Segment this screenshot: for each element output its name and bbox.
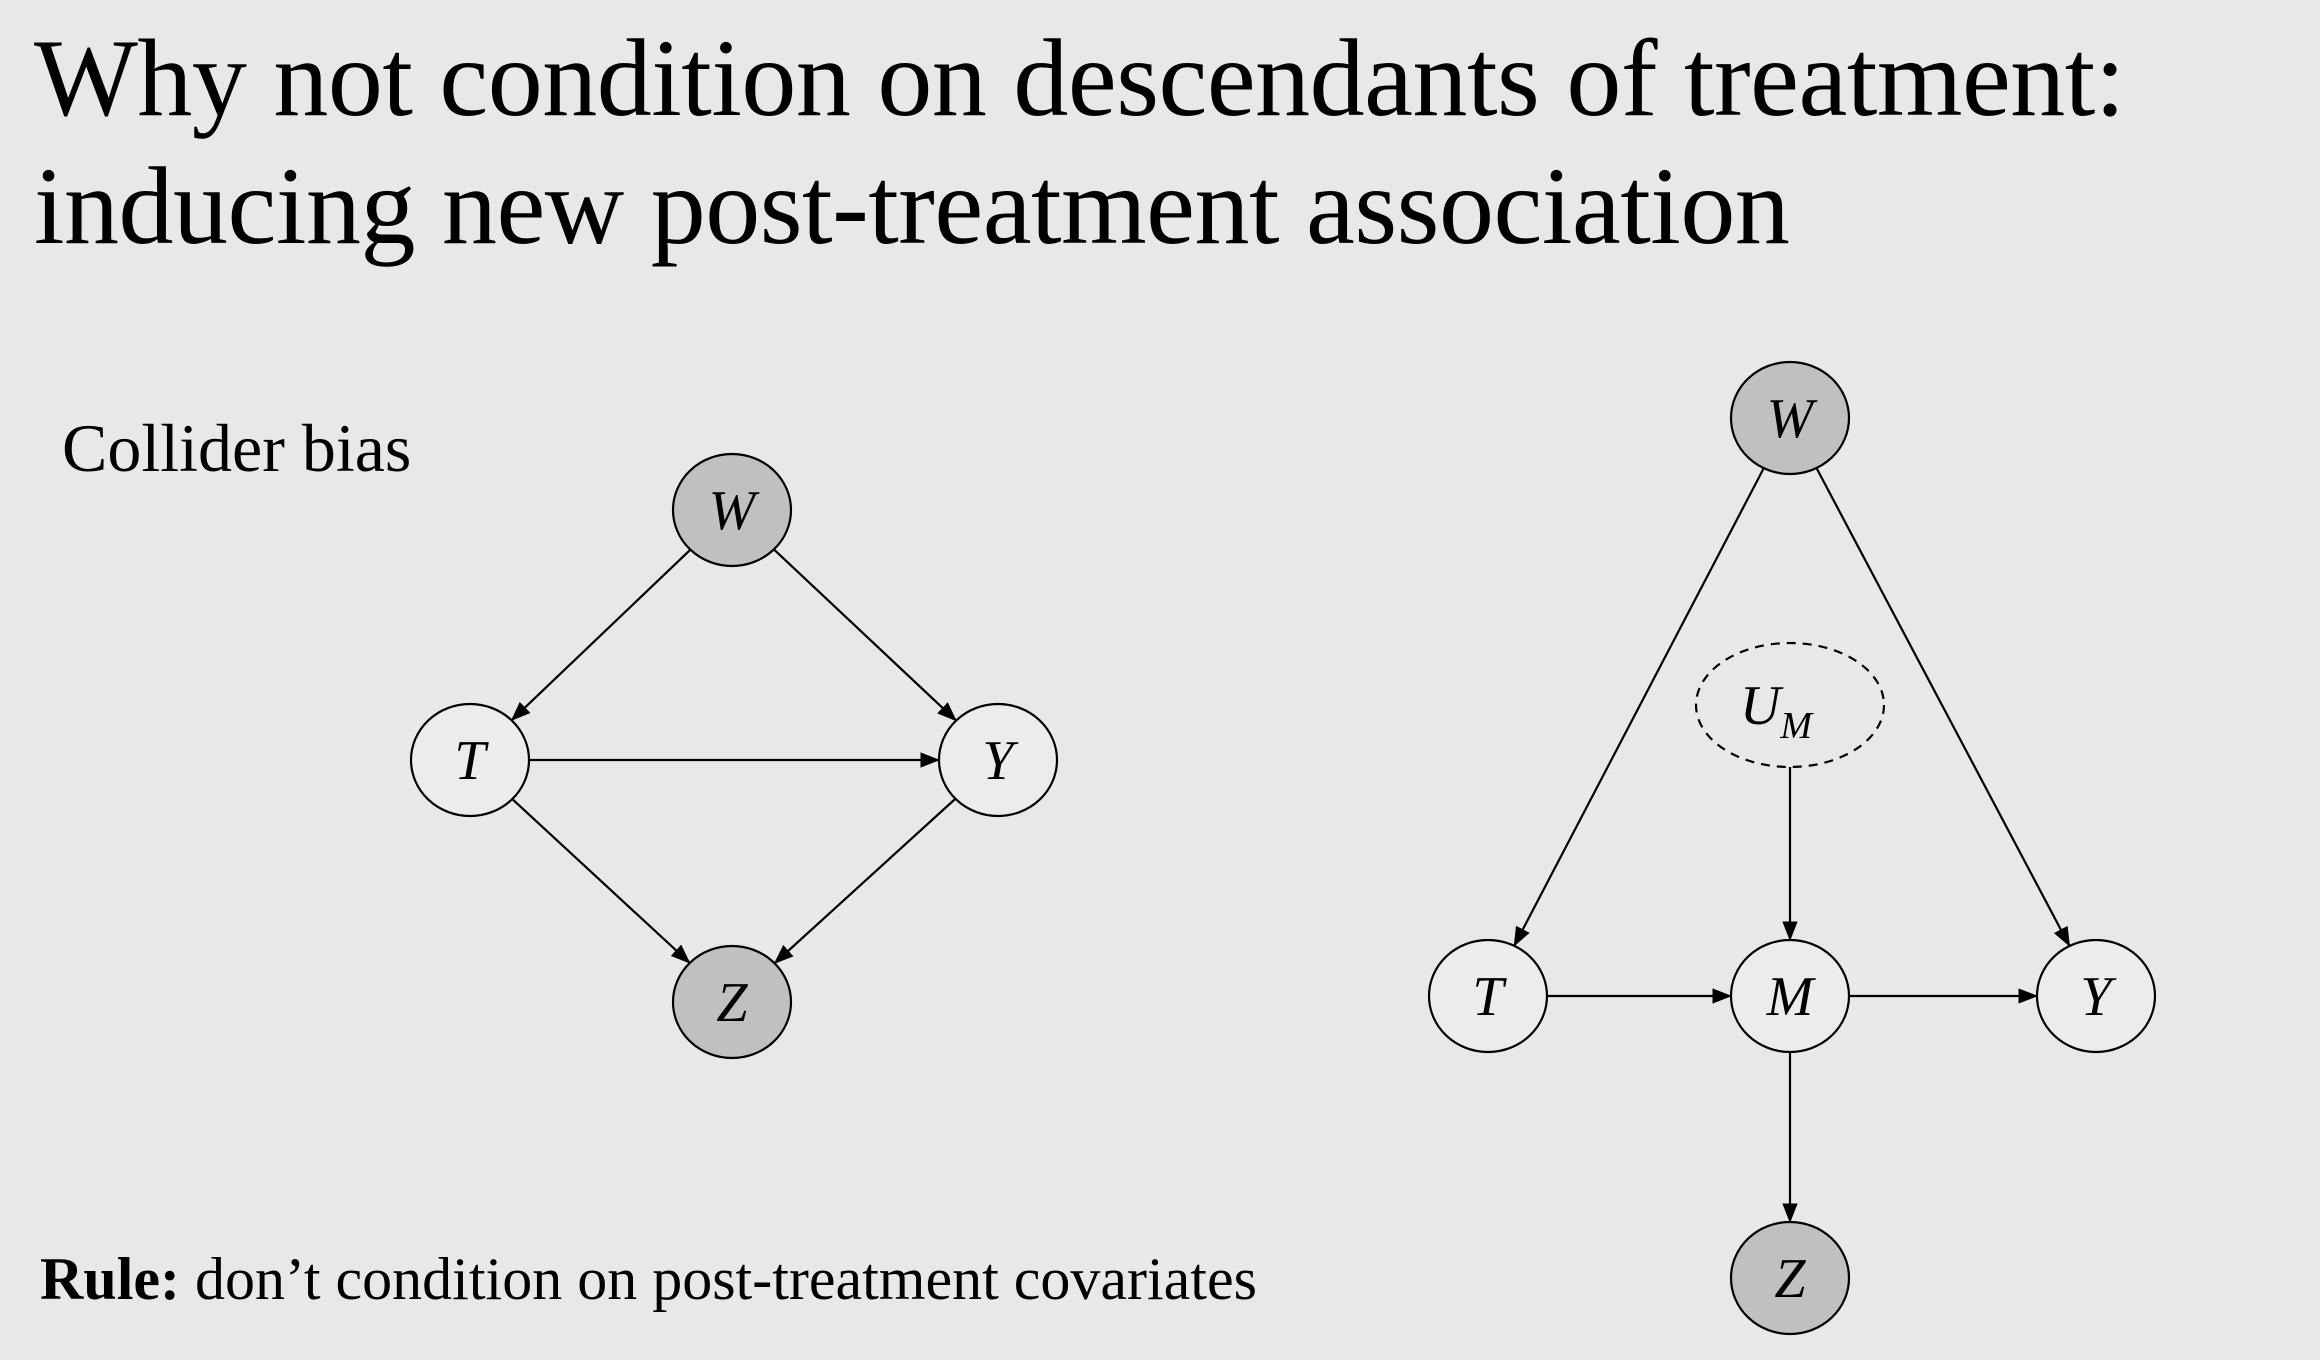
node-z-shape bbox=[671, 944, 793, 1060]
edge-w-to-t bbox=[510, 548, 692, 722]
node-t-shape bbox=[1427, 938, 1549, 1054]
node-t-label: T bbox=[1472, 966, 1507, 1028]
node-w-shape bbox=[671, 452, 793, 568]
node-y-label: Y bbox=[2080, 966, 2117, 1028]
node-t-shape bbox=[409, 702, 531, 818]
node-t: T bbox=[409, 702, 531, 818]
edge-t-to-z bbox=[511, 798, 691, 964]
node-z-label: Z bbox=[1774, 1248, 1806, 1310]
edge-y-to-z bbox=[773, 797, 957, 965]
node-y-shape bbox=[2035, 938, 2157, 1054]
node-m: M bbox=[1729, 938, 1851, 1054]
edge-w-to-y bbox=[1815, 467, 2071, 947]
node-w-shape bbox=[1729, 360, 1851, 476]
node-m-shape bbox=[1729, 938, 1851, 1054]
mediator-diagram: W UM T M Y Z bbox=[1427, 360, 2157, 1336]
node-m-label: M bbox=[1766, 966, 1817, 1028]
node-t: T bbox=[1427, 938, 1549, 1054]
node-y-label: Y bbox=[982, 730, 1019, 792]
node-um-subscript: M bbox=[1779, 705, 1814, 747]
node-um-shape bbox=[1694, 641, 1886, 769]
rule-text: don’t condition on post-treatment covari… bbox=[179, 1246, 1257, 1312]
node-z-shape bbox=[1729, 1220, 1851, 1336]
rule-label: Rule: bbox=[40, 1246, 180, 1312]
edge-w-to-y bbox=[773, 548, 957, 722]
node-um: UM bbox=[1694, 641, 1886, 769]
node-y: Y bbox=[937, 702, 1059, 818]
node-w-label: W bbox=[709, 480, 760, 542]
node-z: Z bbox=[1729, 1220, 1851, 1336]
node-y-shape bbox=[937, 702, 1059, 818]
node-z-label: Z bbox=[716, 972, 748, 1034]
node-y: Y bbox=[2035, 938, 2157, 1054]
collider-bias-label: Collider bias bbox=[62, 410, 412, 486]
collider-bias-diagram: W T Y Z bbox=[409, 452, 1059, 1060]
node-t-label: T bbox=[454, 730, 489, 792]
slide-title-line-1: Why not condition on descendants of trea… bbox=[34, 17, 2125, 139]
slide-title-line-2: inducing new post-treatment association bbox=[34, 145, 1790, 267]
node-z: Z bbox=[671, 944, 793, 1060]
node-w: W bbox=[671, 452, 793, 568]
slide-title: Why not condition on descendants of trea… bbox=[34, 14, 2125, 270]
node-w: W bbox=[1729, 360, 1851, 476]
rule-statement: Rule: don’t condition on post-treatment … bbox=[40, 1243, 1257, 1315]
edge-w-to-t bbox=[1513, 467, 1765, 947]
node-w-label: W bbox=[1767, 388, 1818, 450]
